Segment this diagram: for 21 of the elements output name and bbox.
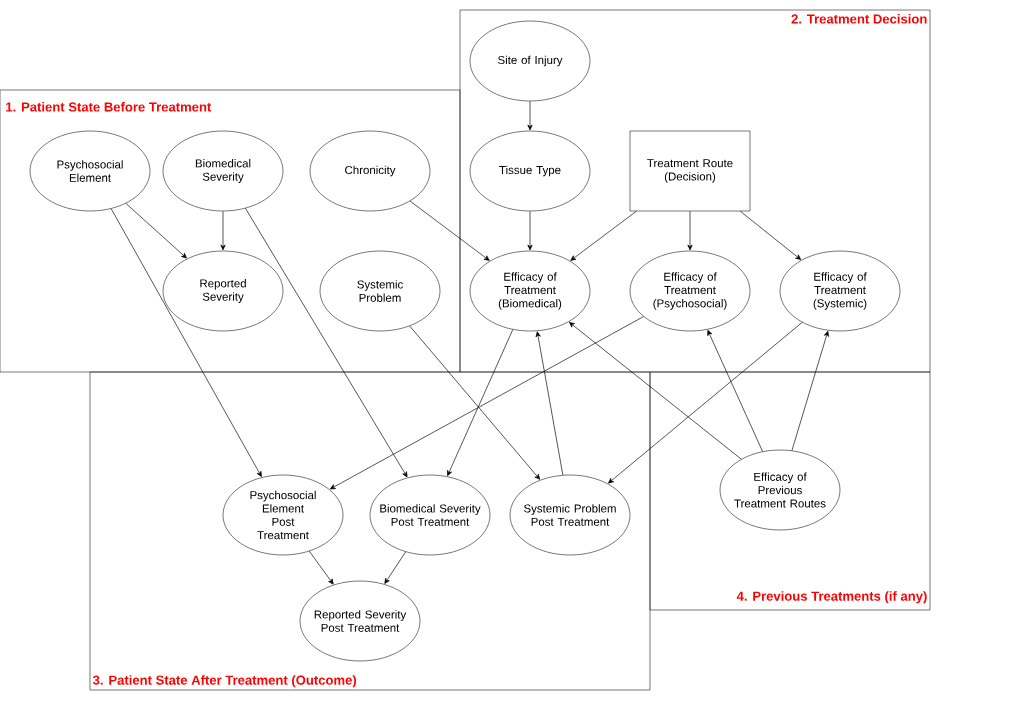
arrow (384, 551, 406, 584)
arrow (569, 322, 742, 460)
arrow (447, 329, 514, 476)
arrow (739, 210, 802, 260)
arrow (329, 316, 644, 490)
arrow (125, 203, 187, 259)
arrow (245, 208, 408, 478)
arrow (707, 329, 763, 452)
arrow (409, 200, 490, 261)
arrow (527, 100, 533, 131)
arrow (220, 210, 226, 251)
arrow (309, 550, 334, 585)
arrow (535, 331, 564, 476)
arrow (110, 208, 262, 477)
arrow (570, 210, 637, 261)
arrow (687, 210, 693, 251)
arrow (409, 325, 541, 480)
arrow (791, 330, 829, 451)
decision-box: Treatment Route (Decision) (629, 130, 751, 212)
arrow (527, 210, 533, 251)
arrow (608, 322, 803, 484)
